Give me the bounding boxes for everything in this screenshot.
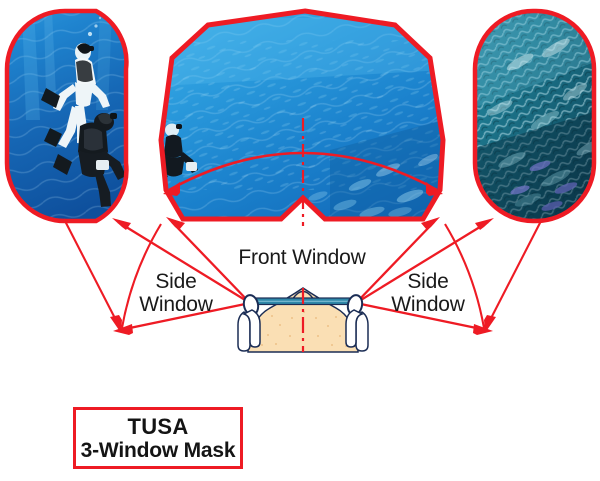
brand-name: TUSA [127,413,189,439]
leader-lines [63,217,543,335]
label-front-window: Front Window [238,246,366,269]
product-name: 3-Window Mask [80,438,236,462]
photo-front-window [158,8,446,226]
label-side-window-right: Side Window [391,270,465,316]
mask-topview [237,287,369,353]
brand-callout-box: TUSA 3-Window Mask [73,407,243,469]
label-side-window-left: Side Window [139,270,213,316]
photo-left-side-window [4,8,129,224]
photo-right-side-window [472,8,597,224]
